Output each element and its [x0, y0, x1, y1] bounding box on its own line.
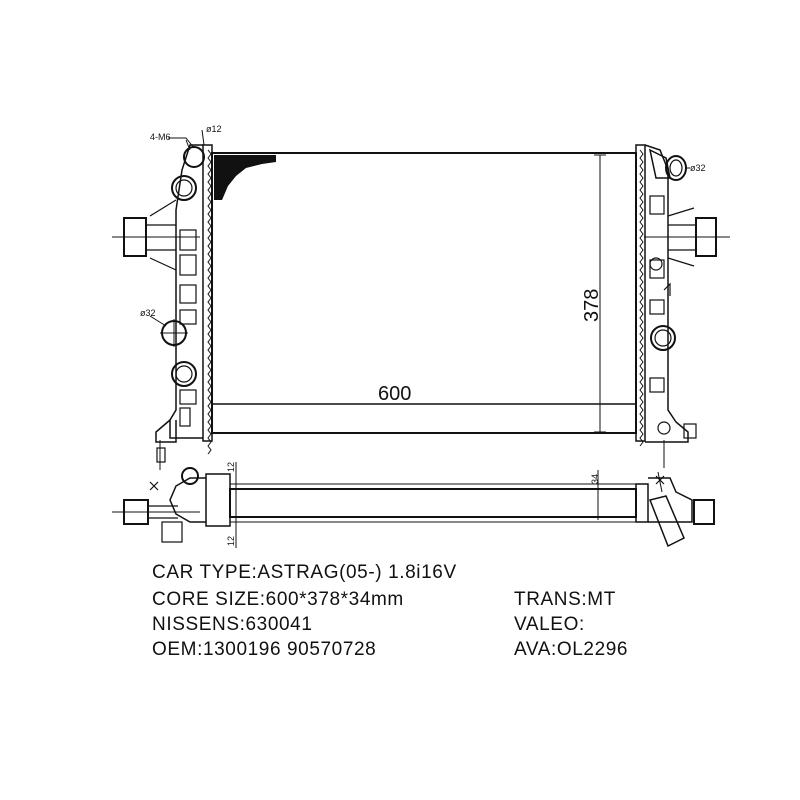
thickness-bottom-label: 12 — [226, 536, 236, 546]
thread-callout: 4-M6 — [150, 132, 171, 142]
pipe-diameter-top: ø12 — [206, 124, 222, 134]
left-tank — [112, 139, 213, 470]
dimension-height — [594, 154, 606, 433]
spec-valeo: VALEO: — [514, 614, 585, 635]
inlet-port — [171, 175, 197, 201]
inlet-diameter-left: ø32 — [140, 308, 156, 318]
spec-oem: OEM:1300196 90570728 — [152, 639, 377, 660]
filler-neck — [183, 146, 205, 168]
outlet-port — [171, 361, 197, 387]
thickness-top-label: 12 — [226, 462, 236, 472]
side-view — [112, 462, 715, 548]
side-angled-neck — [648, 495, 685, 548]
radiator-core — [211, 152, 637, 434]
right-tank — [635, 144, 730, 468]
side-core — [229, 488, 637, 518]
right-outlet-port — [650, 325, 676, 351]
core-shading — [214, 155, 276, 200]
spec-core-size: CORE SIZE:600*378*34mm — [152, 589, 404, 610]
front-view — [112, 129, 730, 470]
thickness-core-label: 34 — [590, 474, 600, 484]
dimension-width-label: 600 — [378, 383, 411, 405]
spec-nissens: NISSENS:630041 — [152, 614, 313, 635]
outlet-diameter-right: ø32 — [690, 163, 706, 173]
dimension-height-label: 378 — [581, 289, 603, 322]
spec-trans: TRANS:MT — [514, 589, 616, 610]
spec-ava: AVA:OL2296 — [514, 639, 629, 660]
spec-car-type: CAR TYPE:ASTRAG(05-) 1.8i16V — [152, 562, 457, 583]
side-right-nozzle — [693, 499, 715, 525]
